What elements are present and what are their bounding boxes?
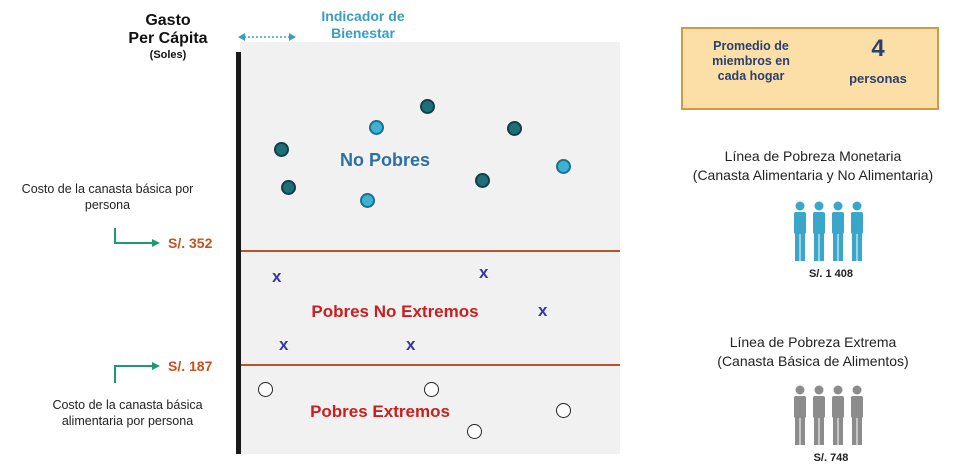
- upper-note-line1: Costo de la canasta básica por: [21, 182, 194, 196]
- household-cross: x: [406, 335, 416, 354]
- household-dot: [369, 120, 384, 135]
- indicator-line2: Bienestar: [331, 25, 395, 41]
- axis-title-unit: (Soles): [149, 49, 187, 61]
- axis-title-line2: Per Cápita: [128, 30, 208, 47]
- household-empty-dot: [424, 382, 439, 397]
- household-dot: [507, 121, 522, 136]
- household-dot: [556, 159, 571, 174]
- extreme-line-title2: (Canasta Básica de Alimentos): [717, 353, 909, 369]
- household-members-line2: miembros en: [712, 54, 790, 68]
- threshold-line-187: [241, 364, 620, 366]
- lower-note-line1: Costo de la canasta básica: [52, 398, 203, 412]
- indicator-label: Indicador de Bienestar: [300, 8, 426, 42]
- household-empty-dot: [556, 403, 571, 418]
- household-dot: [274, 142, 289, 157]
- upper-note-line2: persona: [84, 198, 131, 212]
- household-members-unit: personas: [849, 71, 907, 86]
- people-icon: [794, 201, 863, 261]
- household-empty-dot: [467, 424, 482, 439]
- household-dot: [420, 99, 435, 114]
- household-members-number: 4: [871, 35, 885, 62]
- household-cross: x: [279, 335, 289, 354]
- household-dot: [475, 173, 490, 188]
- people-icon: [794, 385, 863, 445]
- axis-title-line1: Gasto: [145, 12, 191, 29]
- region-no-pobres: No Pobres: [339, 150, 431, 170]
- monetary-line-value: S/. 1 408: [808, 268, 854, 280]
- extreme-line-title1: Línea de Pobreza Extrema: [729, 334, 897, 350]
- household-members-box: Promedio de miembros en cada hogar 4 per…: [681, 27, 939, 110]
- y-axis: [236, 52, 241, 454]
- indicator-line1: Indicador de: [321, 8, 405, 24]
- monetary-line-title1: Línea de Pobreza Monetaria: [724, 148, 902, 164]
- household-members-line3: cada hogar: [717, 69, 785, 83]
- lower-note-line2: alimentaria por persona: [61, 414, 194, 428]
- household-cross: x: [538, 301, 548, 320]
- lower-threshold-note: Costo de la canasta básica alimentaria p…: [20, 397, 235, 429]
- household-cross: x: [272, 267, 282, 286]
- axis-title: Gasto Per Cápita (Soles): [118, 12, 218, 62]
- extreme-line-title: Línea de Pobreza Extrema (Canasta Básica…: [663, 333, 963, 371]
- lower-arrow-icon: [114, 362, 160, 383]
- upper-arrow-icon: [114, 228, 160, 247]
- indicator-arrow-icon: [238, 33, 296, 41]
- household-dot: [360, 193, 375, 208]
- region-pobres-extremos: Pobres Extremos: [310, 402, 450, 421]
- region-pobres-no-extremos: Pobres No Extremos: [311, 302, 479, 321]
- lower-threshold-value: S/. 187: [168, 358, 213, 374]
- household-dot: [281, 180, 296, 195]
- monetary-line-title: Línea de Pobreza Monetaria (Canasta Alim…: [663, 147, 963, 185]
- threshold-line-352: [241, 250, 620, 252]
- upper-threshold-value: S/. 352: [168, 235, 213, 251]
- household-members-line1: Promedio de: [713, 39, 789, 53]
- upper-threshold-note: Costo de la canasta básica por persona: [0, 181, 215, 213]
- household-empty-dot: [258, 382, 273, 397]
- household-cross: x: [479, 263, 489, 282]
- monetary-line-title2: (Canasta Alimentaria y No Alimentaria): [692, 167, 934, 183]
- household-members-label: Promedio de miembros en cada hogar: [701, 39, 801, 84]
- extreme-line-value: S/. 748: [813, 452, 849, 464]
